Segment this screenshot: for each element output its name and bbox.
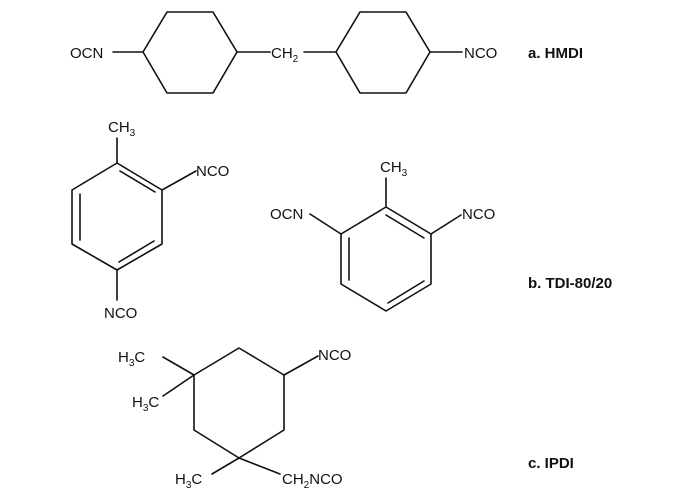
tdi24-ring (71, 162, 163, 271)
ipdi-bond-methyl-2 (162, 374, 195, 397)
ipdi-bond-methyl-3 (211, 457, 240, 475)
tdi26-nco-label: NCO (462, 206, 495, 223)
tdi24-double-bond-3 (118, 240, 155, 263)
tdi24-bond-nco-top (161, 170, 197, 191)
tdi-26-structure: CH3 OCN NCO b. TDI-80/20 (270, 159, 612, 312)
hmdi-nco-label: NCO (464, 45, 497, 62)
hmdi-structure: OCN CH2 NCO a. HMDI (70, 11, 583, 94)
tdi26-bond-nco (430, 214, 462, 235)
tdi-24-structure: CH3 NCO NCO (71, 119, 229, 322)
hmdi-ch2-label: CH2 (271, 45, 299, 65)
tdi24-nco-bottom-label: NCO (104, 305, 137, 322)
tdi-caption: b. TDI-80/20 (528, 275, 612, 292)
tdi24-ch3-label: CH3 (108, 119, 136, 139)
hmdi-ring-left (142, 11, 238, 94)
ipdi-structure: H3C H3C NCO H3C CH2NCO c. IPDI (118, 347, 574, 491)
hmdi-ocn-label: OCN (70, 45, 103, 62)
ipdi-ring (193, 347, 285, 459)
ipdi-caption: c. IPDI (528, 455, 574, 472)
tdi24-double-bond-1 (119, 170, 156, 193)
tdi26-ch3-label: CH3 (380, 159, 408, 179)
ipdi-bond-methyl-1 (162, 356, 195, 376)
ipdi-h3c-3-label: H3C (175, 471, 202, 491)
tdi26-double-bond-3 (387, 280, 425, 304)
tdi26-ocn-label: OCN (270, 206, 303, 223)
tdi26-ring (340, 206, 432, 312)
tdi24-nco-top-label: NCO (196, 163, 229, 180)
ipdi-bond-ch2nco (238, 457, 281, 475)
ipdi-nco-label: NCO (318, 347, 351, 364)
ipdi-ch2nco-label: CH2NCO (282, 471, 343, 491)
hmdi-ring-right (335, 11, 431, 94)
ipdi-h3c-1-label: H3C (118, 349, 145, 369)
hmdi-caption: a. HMDI (528, 45, 583, 62)
ipdi-bond-nco (283, 355, 319, 376)
tdi26-double-bond-1 (385, 214, 425, 239)
ipdi-h3c-2-label: H3C (132, 394, 159, 414)
tdi26-bond-ocn (309, 213, 342, 235)
